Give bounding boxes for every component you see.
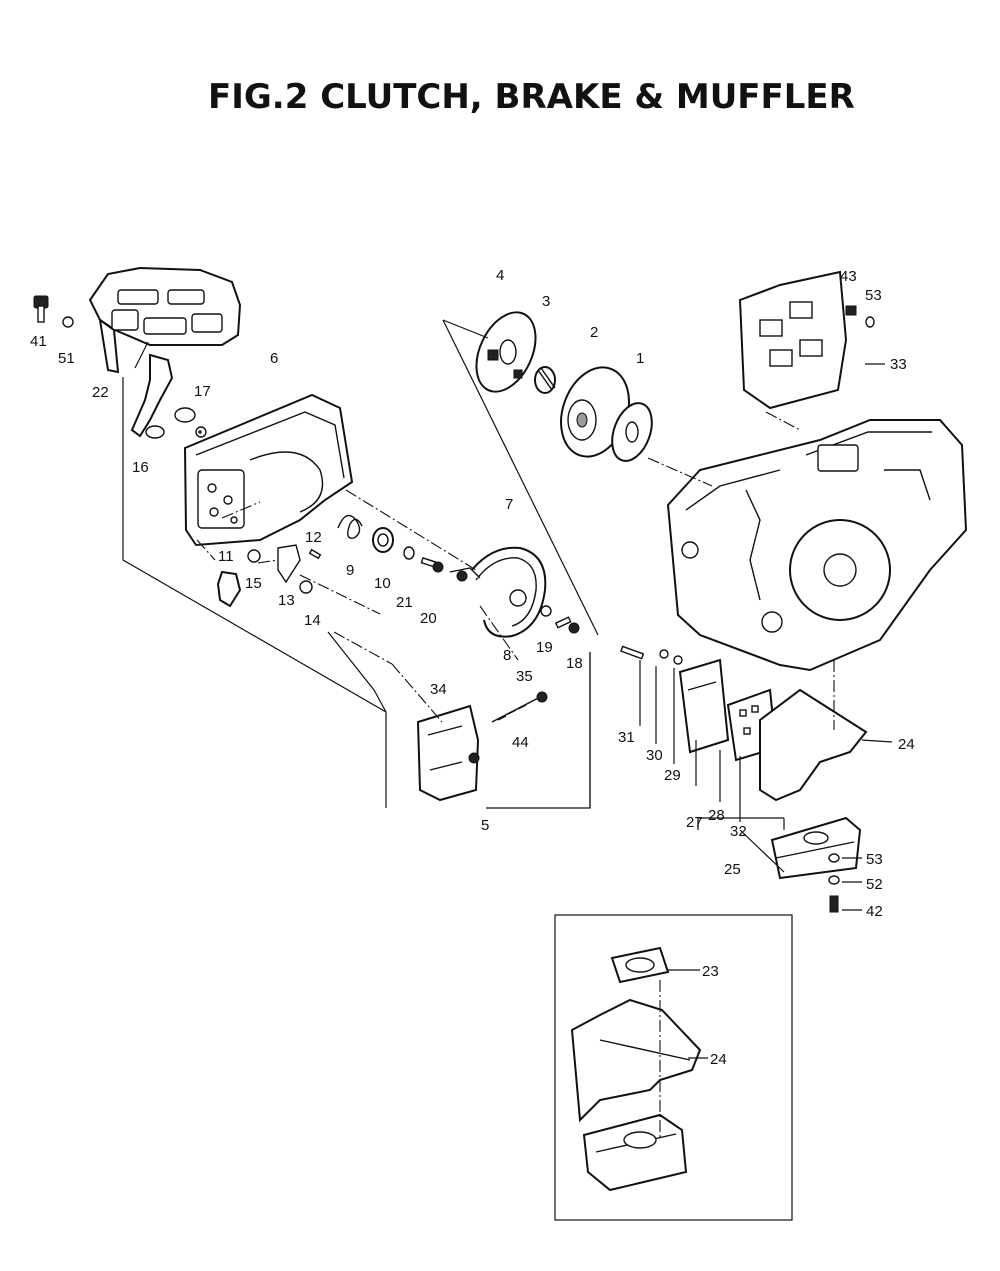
callout-16: 16 (132, 459, 149, 476)
callout-1: 1 (636, 350, 644, 367)
small-brake-parts (198, 430, 580, 634)
guide-plate-34 (416, 691, 548, 802)
callout-6: 6 (270, 350, 278, 367)
brake-lever (130, 353, 207, 439)
part-callouts: 1 2 3 4 5 6 7 8 9 10 11 12 13 14 15 16 1… (30, 267, 915, 920)
callout-8: 8 (503, 647, 511, 664)
callout-53-top: 53 (865, 287, 882, 304)
figure-title: FIG.2 CLUTCH, BRAKE & MUFFLER (208, 77, 855, 117)
callout-31: 31 (618, 729, 635, 746)
callout-13: 13 (278, 592, 295, 609)
callout-4: 4 (496, 267, 504, 284)
callout-17: 17 (194, 383, 211, 400)
callout-2: 2 (590, 324, 598, 341)
callout-29: 29 (664, 767, 681, 784)
callout-10: 10 (374, 575, 391, 592)
leader-lines (122, 319, 893, 911)
callout-11: 11 (218, 548, 234, 565)
callout-22: 22 (92, 384, 109, 401)
sprocket-cover (183, 393, 354, 547)
muffler-shield-33 (738, 270, 875, 410)
callout-19: 19 (536, 639, 553, 656)
callout-15: 15 (245, 575, 262, 592)
chain-brake-handle (88, 266, 242, 374)
callout-27: 27 (686, 814, 703, 831)
callout-35: 35 (516, 668, 533, 685)
callout-9: 9 (346, 562, 354, 579)
inset-callout-23: 23 (702, 963, 719, 980)
muffler-assembly (620, 645, 868, 913)
callout-20: 20 (420, 610, 437, 627)
callout-44: 44 (512, 734, 529, 751)
callout-52: 52 (866, 876, 883, 893)
callout-12: 12 (305, 529, 322, 546)
callout-3: 3 (542, 293, 550, 310)
crankcase (666, 419, 968, 672)
callout-51: 51 (58, 350, 75, 367)
callout-41: 41 (30, 333, 47, 350)
callout-32: 32 (730, 823, 747, 840)
callout-34: 34 (430, 681, 447, 698)
callout-24: 24 (898, 736, 915, 753)
inset-detail: 23 24 (554, 914, 793, 1221)
bolt-41 (33, 295, 74, 328)
callout-18: 18 (566, 655, 583, 672)
callout-53-bottom: 53 (866, 851, 883, 868)
brake-band (449, 546, 547, 638)
callout-25: 25 (724, 861, 741, 878)
callout-21: 21 (396, 594, 413, 611)
callout-43: 43 (840, 268, 857, 285)
callout-30: 30 (646, 747, 663, 764)
inset-callout-24: 24 (710, 1051, 727, 1068)
clutch-assembly (475, 311, 653, 462)
callout-28: 28 (708, 807, 725, 824)
callout-14: 14 (304, 612, 321, 629)
callout-33: 33 (890, 356, 907, 373)
callout-42: 42 (866, 903, 883, 920)
callout-7: 7 (505, 496, 513, 513)
callout-5: 5 (481, 817, 489, 834)
